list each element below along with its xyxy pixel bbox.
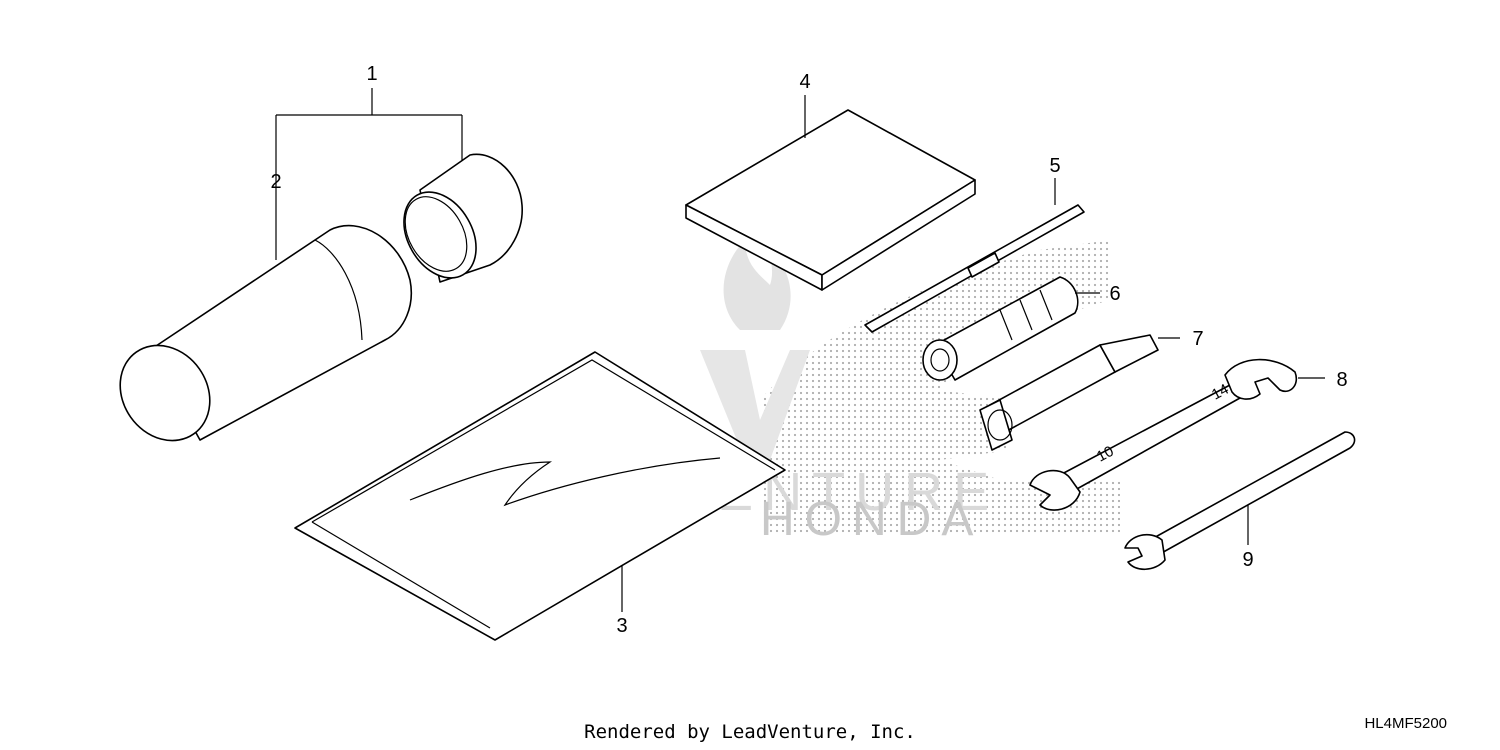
callout-4[interactable]: 4 [799, 71, 810, 93]
tool-case-tube-end [119, 344, 211, 442]
plug-wrench-socket [979, 399, 1013, 451]
callout-3[interactable]: 3 [616, 615, 627, 637]
document-bag-swoosh [409, 457, 721, 507]
wrench-8-head-14 [1224, 358, 1298, 400]
screwdriver-collar [967, 252, 1000, 278]
document-bag-inner-edge-2 [311, 521, 491, 629]
wrench-8-head-10 [1029, 469, 1081, 511]
watermark-v-icon [700, 350, 810, 460]
tool-case [119, 88, 523, 442]
diagram-code: HL4MF5200 [1364, 715, 1447, 732]
owners-manual-top [685, 109, 976, 276]
tool-case-tube [149, 224, 412, 441]
owners-manual [685, 95, 976, 291]
plug-wrench-body [989, 344, 1116, 433]
document-bag-inner-edge [311, 359, 776, 523]
handle-grip-lines [999, 289, 1053, 341]
pin-spanner [1124, 431, 1356, 571]
handle-end [922, 339, 958, 381]
callout-6[interactable]: 6 [1109, 283, 1120, 305]
callout-7[interactable]: 7 [1192, 328, 1203, 350]
owners-manual-edge [821, 179, 976, 291]
watermark-brand: HONDA [760, 493, 983, 546]
callout-2[interactable]: 2 [270, 171, 281, 193]
footer-rendered-by: Rendered by LeadVenture, Inc. [584, 721, 916, 743]
spanner-shank [1149, 431, 1356, 556]
callout-1[interactable]: 1 [366, 63, 377, 85]
open-end-wrench: 14 10 [1029, 358, 1325, 511]
handle-body [934, 276, 1079, 381]
spanner-head [1124, 533, 1166, 571]
leader-1-2 [275, 88, 463, 260]
plug-wrench-hex-end [1099, 334, 1159, 373]
screwdriver-bit [864, 178, 1085, 333]
spark-plug-wrench [979, 334, 1180, 451]
document-bag-outline [294, 351, 786, 641]
wrench-8-marking-10: 10 [1094, 443, 1117, 466]
screwdriver-handle [922, 276, 1100, 381]
document-bag [294, 351, 786, 641]
tool-case-tube-band [314, 239, 363, 341]
callout-8[interactable]: 8 [1336, 369, 1347, 391]
wrench-8-shank [1059, 384, 1241, 491]
wrench-8-marking-14: 14 [1209, 381, 1232, 404]
tool-case-cap-opening [403, 191, 477, 279]
callout-9[interactable]: 9 [1242, 549, 1253, 571]
callout-5[interactable]: 5 [1049, 155, 1060, 177]
